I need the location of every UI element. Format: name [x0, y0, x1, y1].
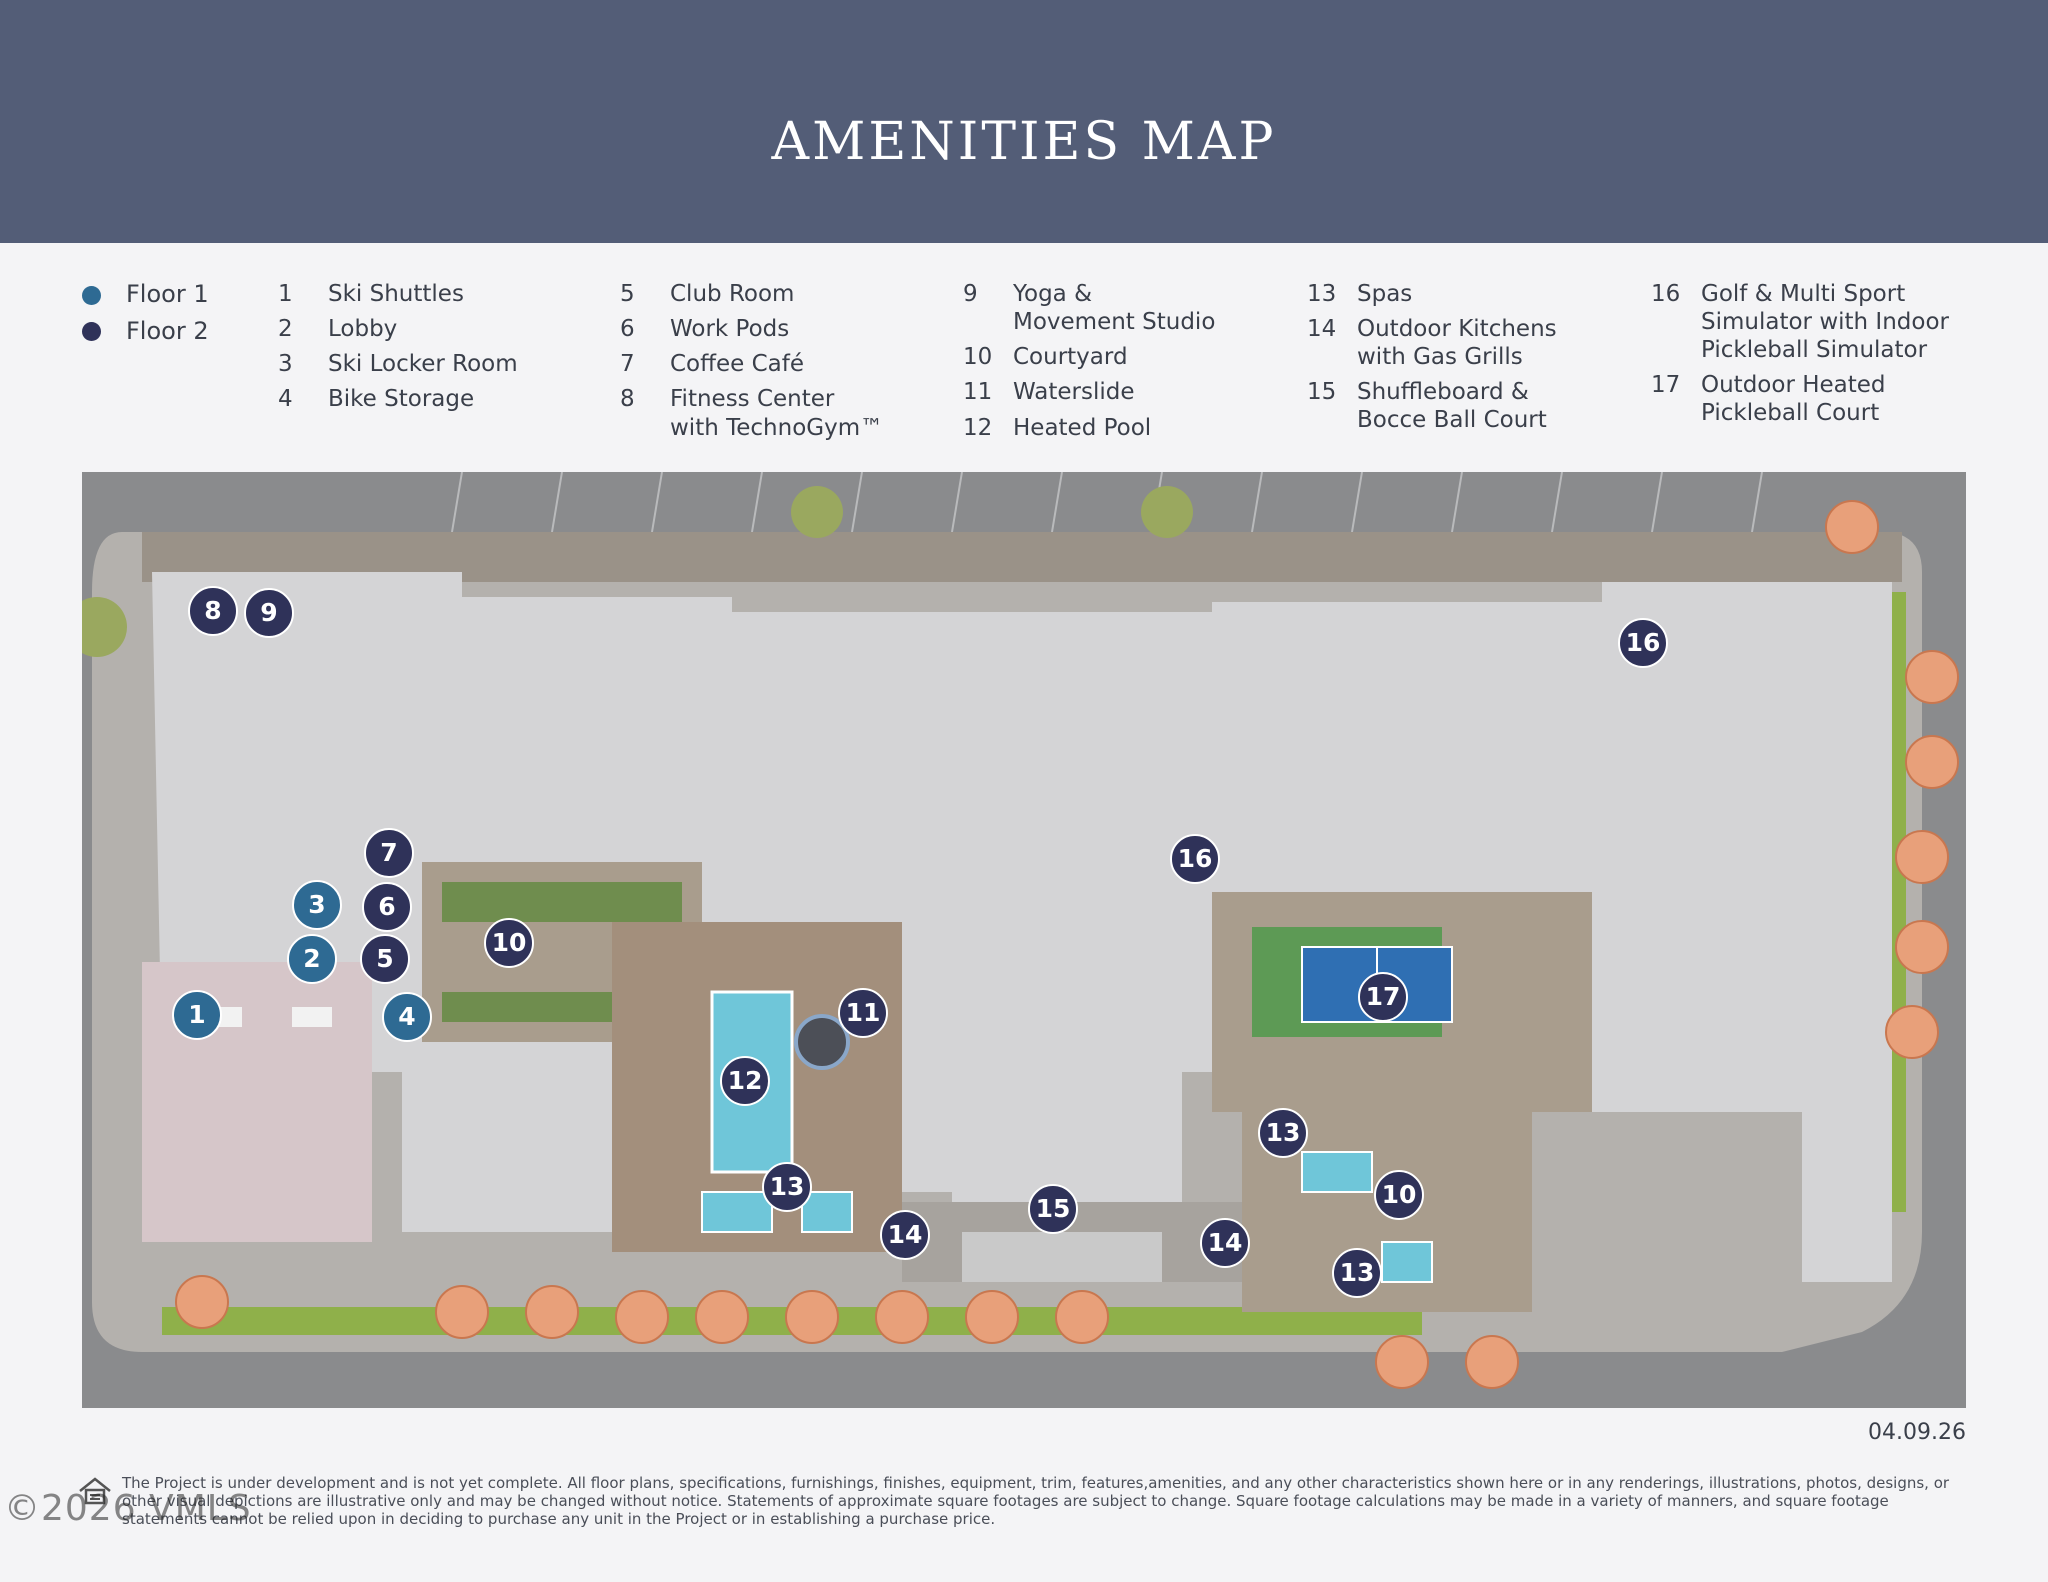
- map-marker-3[interactable]: 3: [292, 880, 342, 930]
- site-plan-drawing: [67, 471, 1966, 1408]
- map-marker-15[interactable]: 15: [1028, 1184, 1078, 1234]
- map-marker-13-upper[interactable]: 13: [1258, 1108, 1308, 1158]
- watermark: ©2026 VMLS: [4, 1488, 252, 1529]
- floor-1-label: Floor 1: [126, 280, 209, 308]
- site-plan-map: 1 2 3 4 5 6 7 8 9 10 10 11 12 13 13 13 1…: [67, 471, 1966, 1408]
- map-marker-4[interactable]: 4: [382, 992, 432, 1042]
- map-marker-10-left[interactable]: 10: [484, 918, 534, 968]
- map-marker-9[interactable]: 9: [244, 588, 294, 638]
- map-marker-16-top[interactable]: 16: [1618, 618, 1668, 668]
- revision-date: 04.09.26: [1868, 1420, 1966, 1445]
- map-marker-14-right[interactable]: 14: [1200, 1218, 1250, 1268]
- disclaimer-text: The Project is under development and is …: [122, 1474, 1950, 1528]
- floor-2-label: Floor 2: [126, 317, 209, 345]
- map-marker-2[interactable]: 2: [287, 934, 337, 984]
- map-marker-5[interactable]: 5: [360, 934, 410, 984]
- map-marker-17[interactable]: 17: [1358, 972, 1408, 1022]
- map-marker-13-lower[interactable]: 13: [1332, 1248, 1382, 1298]
- map-marker-6[interactable]: 6: [362, 882, 412, 932]
- map-marker-12[interactable]: 12: [720, 1056, 770, 1106]
- header-banner: AMENITIES MAP: [0, 0, 2048, 243]
- map-marker-10-right[interactable]: 10: [1374, 1170, 1424, 1220]
- map-marker-16-center[interactable]: 16: [1170, 834, 1220, 884]
- map-marker-11[interactable]: 11: [838, 988, 888, 1038]
- floor-2-dot: [82, 322, 101, 341]
- map-marker-8[interactable]: 8: [188, 586, 238, 636]
- map-marker-1[interactable]: 1: [172, 990, 222, 1040]
- map-marker-14-left[interactable]: 14: [880, 1210, 930, 1260]
- floor-1-dot: [82, 286, 101, 305]
- map-marker-13-pool[interactable]: 13: [762, 1162, 812, 1212]
- home-icon: [79, 1477, 111, 1505]
- map-marker-7[interactable]: 7: [364, 828, 414, 878]
- page-title: AMENITIES MAP: [771, 112, 1277, 172]
